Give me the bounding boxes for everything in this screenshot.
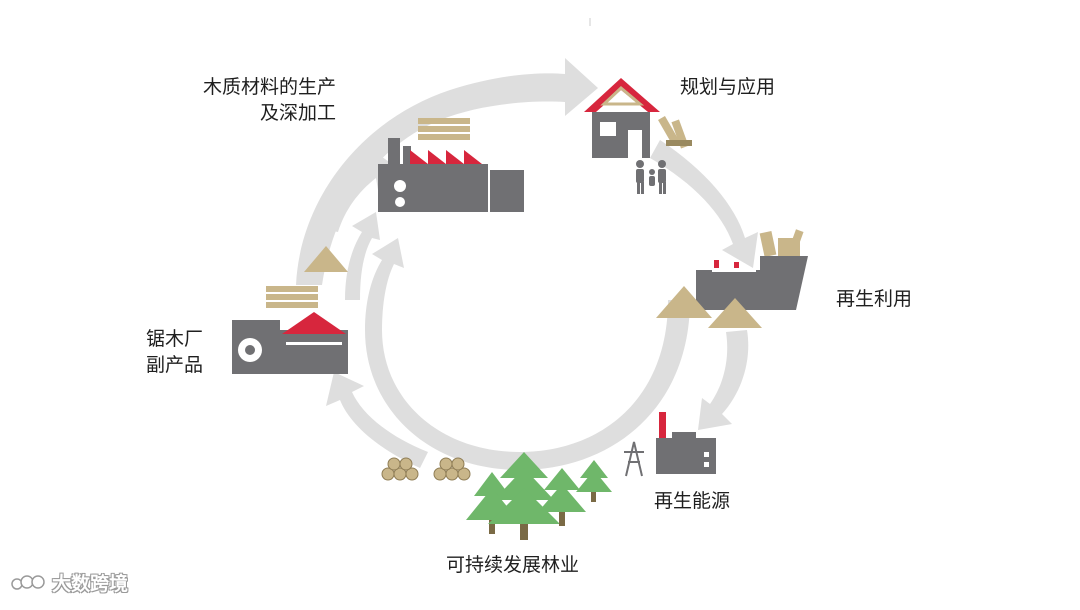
label-sawmill-line1: 锯木厂 bbox=[146, 326, 203, 352]
label-wood-processing: 木质材料的生产 及深加工 bbox=[166, 74, 336, 126]
label-forestry: 可持续发展林业 bbox=[446, 552, 579, 578]
label-sawmill: 锯木厂 副产品 bbox=[146, 326, 203, 378]
sawmill-icon bbox=[232, 286, 348, 374]
watermark-text: 大数跨境 bbox=[52, 569, 128, 596]
log-piles bbox=[382, 458, 470, 480]
watermark: 大数跨境 bbox=[10, 566, 128, 598]
label-wood-processing-line2: 及深加工 bbox=[166, 100, 336, 126]
label-wood-processing-line1: 木质材料的生产 bbox=[166, 74, 336, 100]
label-sawmill-line2: 副产品 bbox=[146, 352, 203, 378]
arrow-to-energy bbox=[698, 330, 748, 430]
label-recycling: 再生利用 bbox=[836, 286, 912, 312]
house-icon bbox=[584, 78, 692, 158]
decorative-tick bbox=[589, 18, 591, 26]
brand-logo-icon bbox=[10, 570, 46, 594]
label-planning: 规划与应用 bbox=[680, 74, 775, 100]
arrow-to-recycling bbox=[650, 140, 758, 268]
power-tower-icon bbox=[624, 442, 644, 476]
label-energy: 再生能源 bbox=[654, 488, 730, 514]
cycle-arrows bbox=[296, 58, 758, 470]
arrow-inner-ring bbox=[365, 238, 690, 470]
family-icon bbox=[636, 160, 666, 194]
